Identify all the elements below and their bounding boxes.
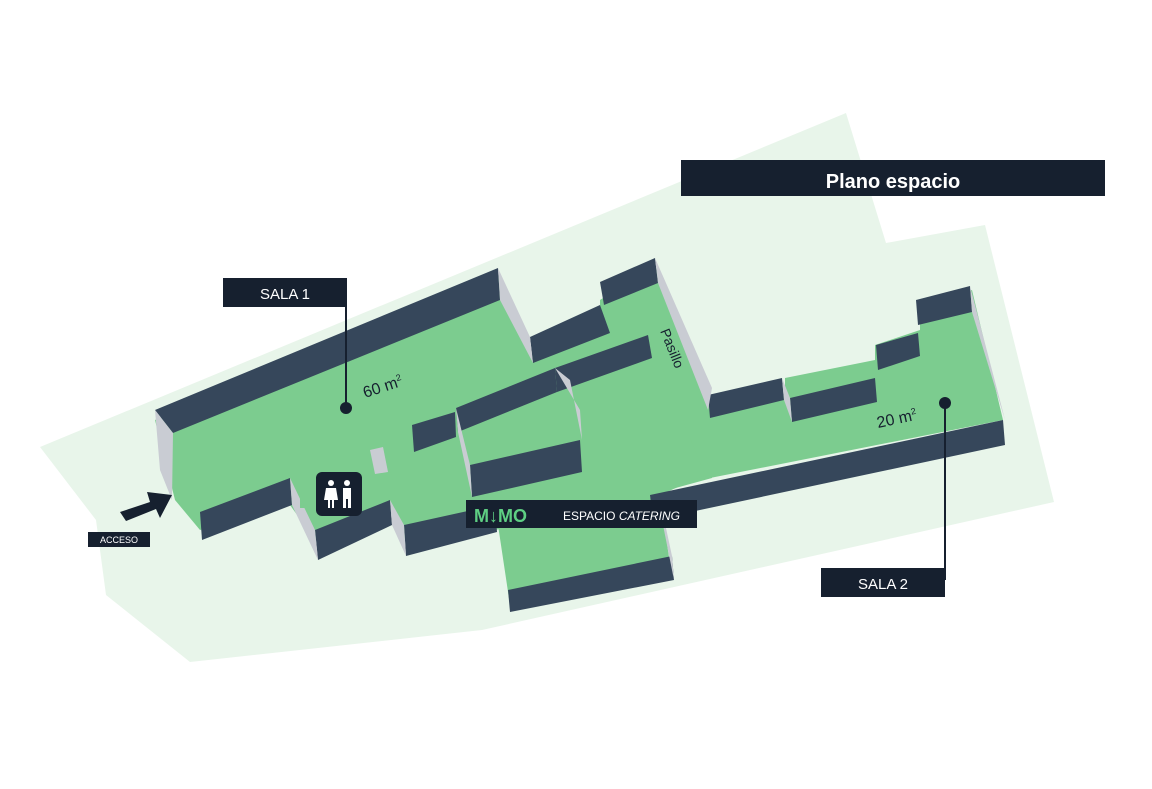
walls (155, 258, 1005, 612)
page-title: Plano espacio (826, 171, 961, 193)
sala1-tag: SALA 1 (223, 278, 347, 307)
restroom-icon (316, 472, 362, 516)
acceso-tag: ACCESO (88, 532, 150, 547)
access-arrow-icon (120, 492, 172, 521)
acceso-label: ACCESO (100, 535, 138, 545)
catering-banner: M↓MO ESPACIO CATERING (466, 500, 697, 528)
room-marker-icon (939, 397, 951, 409)
sala2-label: SALA 2 (858, 576, 908, 593)
catering-label: ESPACIO CATERING (563, 509, 680, 523)
catering-logo: M↓MO (474, 506, 527, 526)
room-marker-icon (340, 402, 352, 414)
sala1-label: SALA 1 (260, 286, 310, 303)
sala2-tag: SALA 2 (821, 568, 945, 597)
wall-edges (155, 258, 1005, 580)
title-bar: Plano espacio (681, 160, 1105, 196)
